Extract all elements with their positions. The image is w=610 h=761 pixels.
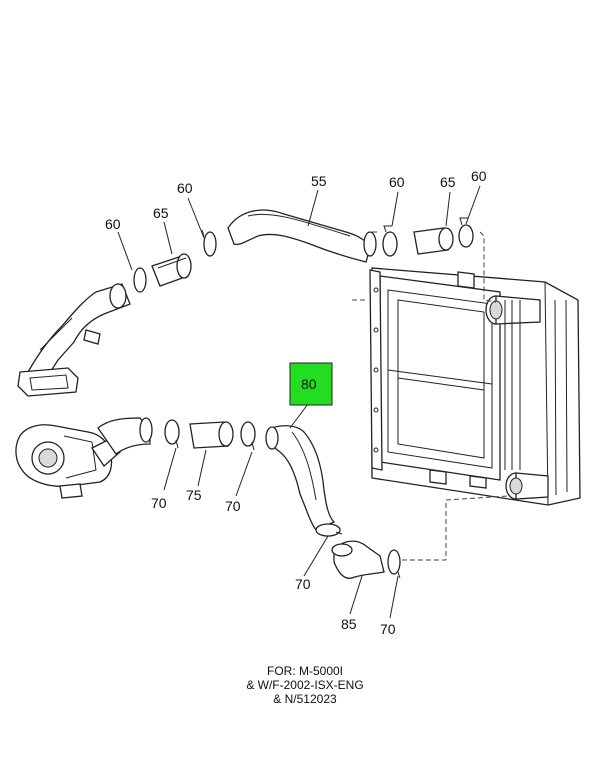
callout-60-right[interactable]: 60 — [471, 168, 487, 184]
callout-70-a[interactable]: 70 — [151, 495, 167, 511]
callout-65-right[interactable]: 65 — [440, 174, 456, 190]
callout-70-d[interactable]: 70 — [380, 621, 396, 637]
clamp-70-lower-mid — [315, 523, 343, 537]
footer-line-3: & N/512023 — [273, 692, 337, 706]
callout-65-left[interactable]: 65 — [153, 205, 169, 221]
callout-60-left[interactable]: 60 — [105, 216, 121, 232]
callout-70-c[interactable]: 70 — [295, 576, 311, 592]
elbow-85 — [331, 540, 385, 579]
callout-85[interactable]: 85 — [341, 616, 357, 632]
callout-60-top[interactable]: 60 — [177, 180, 193, 196]
footer-line-2: & W/F-2002-ISX-ENG — [246, 678, 364, 692]
clamp-70-lower-right — [387, 549, 401, 579]
callout-70-b[interactable]: 70 — [225, 498, 241, 514]
upper-elbow-flange — [17, 283, 131, 397]
hose-80 — [265, 425, 336, 531]
applicability-note: FOR: M-5000I & W/F-2002-ISX-ENG & N/5120… — [0, 664, 610, 706]
turbocharger — [15, 417, 153, 499]
callout-55[interactable]: 55 — [311, 173, 327, 189]
highlight-box-80[interactable] — [289, 362, 333, 406]
callout-60-mid[interactable]: 60 — [389, 174, 405, 190]
footer-line-1: FOR: M-5000I — [266, 664, 344, 678]
callout-80[interactable]: 80 — [301, 376, 317, 392]
charge-air-cooler — [369, 267, 581, 506]
upper-left-coupling — [133, 229, 217, 293]
lower-left-coupling — [164, 419, 256, 451]
callout-75[interactable]: 75 — [186, 487, 202, 503]
leader-lines — [117, 185, 481, 619]
upper-intake-pipe — [227, 209, 377, 263]
callout-labels: 55 60 65 60 60 65 60 80 70 75 70 70 85 7… — [105, 168, 487, 637]
relation-lines — [352, 231, 509, 561]
upper-right-coupling — [382, 217, 474, 257]
